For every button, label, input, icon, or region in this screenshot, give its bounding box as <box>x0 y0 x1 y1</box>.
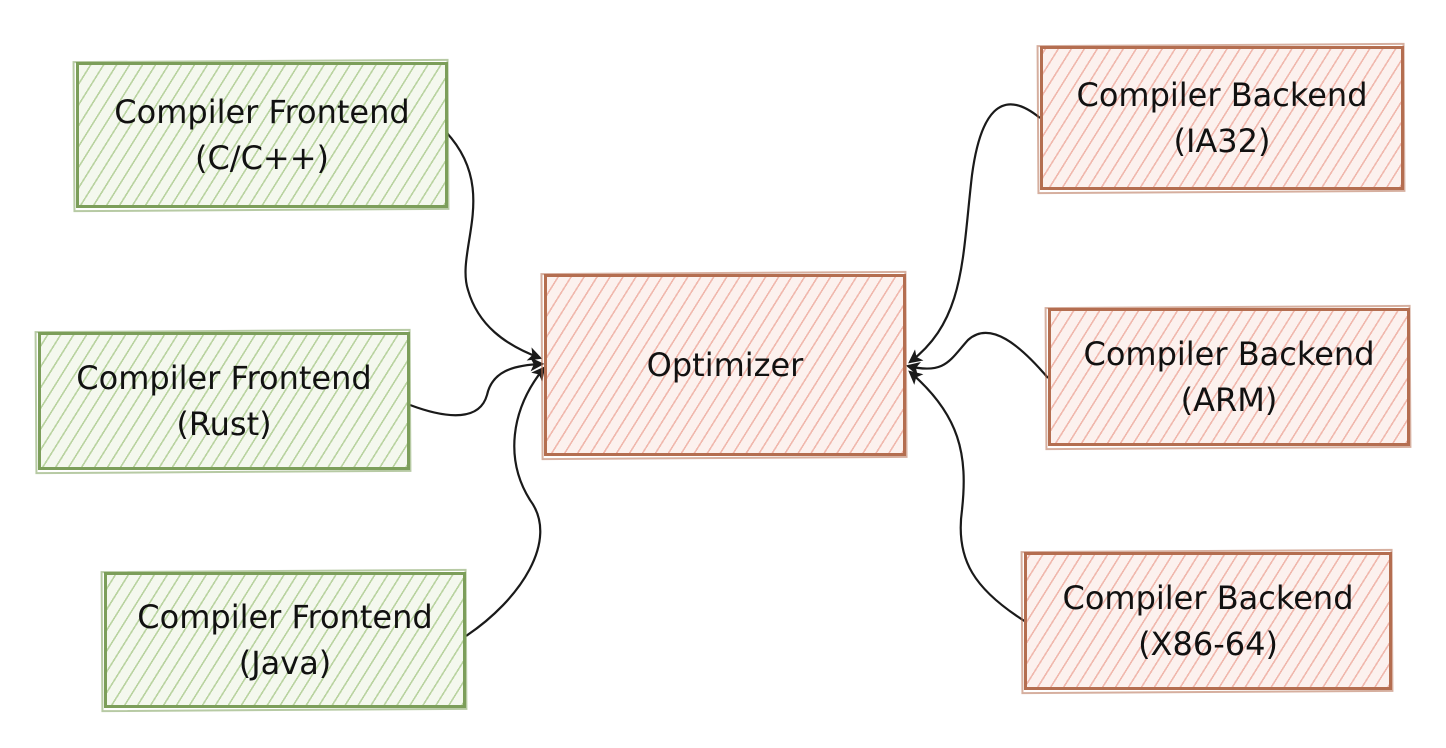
frontend-rust-language: (Rust) <box>176 405 272 443</box>
frontend-box-cpp: Compiler Frontend (C/C++) <box>76 62 448 208</box>
backend-x86-target: (X86-64) <box>1138 625 1278 663</box>
backend-arm-title: Compiler Backend <box>1083 335 1375 373</box>
frontend-java-title: Compiler Frontend <box>137 598 433 636</box>
edge-be-ia32-to-optimizer <box>908 103 1041 364</box>
edge-be-arm-to-optimizer <box>905 331 1049 379</box>
edge-be-x86-to-optimizer <box>908 370 1027 623</box>
edge-fe-rust-to-optimizer <box>409 357 545 417</box>
frontend-rust-title: Compiler Frontend <box>76 359 372 397</box>
backend-x86-title: Compiler Backend <box>1062 579 1354 617</box>
backend-box-ia32: Compiler Backend (IA32) <box>1040 46 1404 190</box>
backend-box-arm: Compiler Backend (ARM) <box>1048 308 1410 446</box>
frontend-box-rust: Compiler Frontend (Rust) <box>38 332 410 470</box>
frontend-cpp-title: Compiler Frontend <box>114 93 410 131</box>
edge-fe-java-to-optimizer <box>465 366 546 637</box>
frontend-box-java: Compiler Frontend (Java) <box>104 572 466 708</box>
backend-ia32-title: Compiler Backend <box>1076 76 1368 114</box>
optimizer-box: Optimizer <box>544 274 906 456</box>
optimizer-label: Optimizer <box>646 346 804 384</box>
frontend-cpp-language: (C/C++) <box>194 139 330 177</box>
backend-arm-target: (ARM) <box>1180 381 1278 419</box>
backend-box-x86-64: Compiler Backend (X86-64) <box>1024 552 1392 690</box>
backend-ia32-target: (IA32) <box>1173 122 1271 160</box>
edge-fe-cpp-to-optimizer <box>445 131 543 361</box>
frontend-java-language: (Java) <box>238 644 332 682</box>
